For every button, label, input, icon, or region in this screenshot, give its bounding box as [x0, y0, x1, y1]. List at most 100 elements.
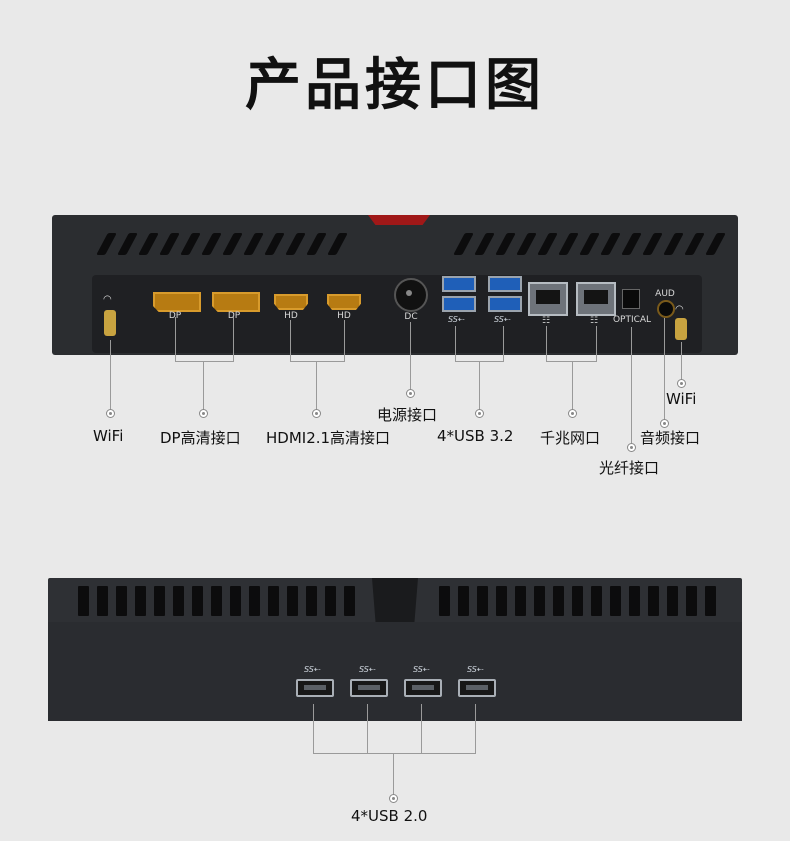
callout-line — [455, 326, 456, 362]
usb-ss-mark: SS⇠ — [413, 665, 430, 674]
vent-slot — [495, 233, 516, 255]
callout-line — [479, 361, 480, 412]
vent-slot — [222, 233, 243, 255]
usb-tongue — [304, 685, 326, 690]
vent-slot — [135, 586, 146, 616]
network-icon: ☷ — [542, 316, 551, 326]
callout-dot — [199, 409, 208, 418]
ethernet-port — [576, 282, 616, 316]
usb32-port — [488, 296, 522, 312]
front-panel-device — [48, 578, 742, 721]
callout-line — [313, 753, 476, 754]
vent-slot — [477, 586, 488, 616]
usb32-port — [442, 296, 476, 312]
vent-slot — [285, 233, 306, 255]
callout-line — [344, 320, 345, 362]
callout-line — [233, 317, 234, 362]
vent-slot — [268, 586, 279, 616]
callout-line — [175, 361, 234, 362]
front-face — [48, 622, 742, 721]
wifi-antenna-right — [675, 318, 687, 340]
usb3-ss-mark: SS⇠ — [494, 315, 511, 324]
network-icon: ☷ — [590, 316, 599, 326]
callout-dot — [106, 409, 115, 418]
usb-ss-mark: SS⇠ — [467, 665, 484, 674]
usb3-ss-mark: SS⇠ — [448, 315, 465, 324]
usb-tongue — [358, 685, 380, 690]
vent-slot — [591, 586, 602, 616]
callout-line — [546, 361, 597, 362]
vent-slot — [327, 233, 348, 255]
usb-tongue — [412, 685, 434, 690]
vent-slot — [154, 586, 165, 616]
vent-slot — [572, 586, 583, 616]
vent-slot — [496, 586, 507, 616]
hdmi-callout-label: HDMI2.1高清接口 — [266, 429, 391, 447]
page-title: 产品接口图 — [245, 53, 545, 118]
callout-line — [367, 704, 368, 754]
vent-slot — [230, 586, 241, 616]
hdmi-port-label: HD — [337, 311, 351, 321]
usb32-port — [442, 276, 476, 292]
callout-line — [393, 753, 394, 797]
audio-jack — [657, 300, 675, 318]
usb20-port — [350, 679, 388, 697]
vent-slot — [117, 233, 138, 255]
ethernet-socket — [584, 290, 608, 304]
dc-pin — [406, 290, 412, 296]
vent-slot — [97, 586, 108, 616]
callout-line — [110, 340, 111, 412]
vent-slot — [629, 586, 640, 616]
vent-slot — [201, 233, 222, 255]
usb-tongue — [466, 685, 488, 690]
vent-slot — [138, 233, 159, 255]
vent-slot — [667, 586, 678, 616]
vent-slot — [306, 586, 317, 616]
vent-slot — [243, 233, 264, 255]
vent-slot — [642, 233, 663, 255]
ethernet-socket — [536, 290, 560, 304]
audio-port-label: AUD — [655, 289, 675, 299]
vent-slot — [516, 233, 537, 255]
vent-slot — [180, 233, 201, 255]
callout-line — [475, 704, 476, 754]
audio-callout-label: 音频接口 — [640, 429, 701, 447]
optical-port — [622, 289, 640, 309]
power-callout-label: 电源接口 — [377, 406, 438, 424]
top-notch — [368, 215, 430, 225]
callout-line — [290, 361, 345, 362]
callout-line — [316, 361, 317, 412]
wifi-antenna-left — [104, 310, 116, 336]
callout-line — [572, 361, 573, 412]
callout-line — [664, 318, 665, 422]
vent-slot — [458, 586, 469, 616]
usb20-port — [296, 679, 334, 697]
vent-slot — [663, 233, 684, 255]
front-notch — [372, 578, 418, 624]
callout-dot — [568, 409, 577, 418]
vent-slot — [264, 233, 285, 255]
dp-port-label: DP — [227, 311, 241, 321]
callout-line — [503, 326, 504, 362]
callout-line — [421, 704, 422, 754]
vent-slot — [211, 586, 222, 616]
callout-dot — [660, 419, 669, 428]
callout-line — [596, 326, 597, 362]
callout-line — [546, 326, 547, 362]
vent-slot — [537, 233, 558, 255]
hdmi-port-label: HD — [284, 311, 298, 321]
vent-slot — [96, 233, 117, 255]
vent-slot — [439, 586, 450, 616]
callout-dot — [475, 409, 484, 418]
wifi-icon: ◠ — [675, 304, 684, 315]
vent-slot — [515, 586, 526, 616]
vent-slot — [344, 586, 355, 616]
dp-port — [212, 292, 260, 312]
wifi-icon: ◠ — [103, 294, 112, 305]
lan-callout-label: 千兆网口 — [540, 429, 601, 447]
vent-slot — [192, 586, 203, 616]
usb20-port — [458, 679, 496, 697]
wifi-right-label: WiFi — [666, 390, 697, 408]
vent-slot — [558, 233, 579, 255]
vent-slot — [534, 586, 545, 616]
